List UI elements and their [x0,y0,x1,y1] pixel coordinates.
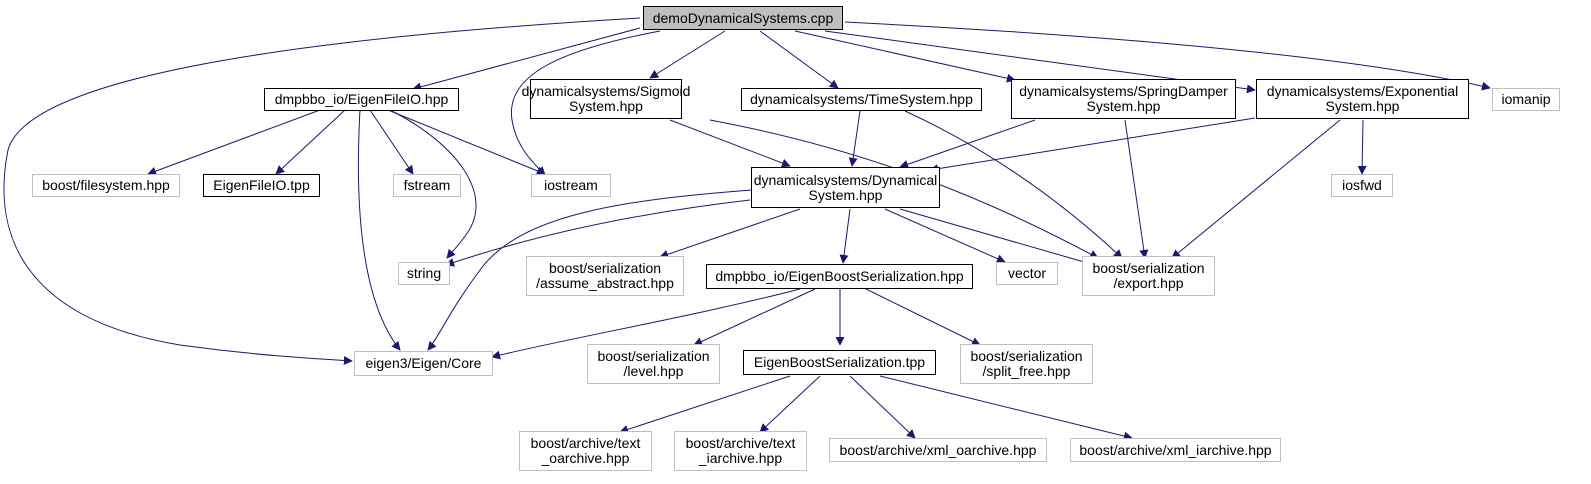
node-string: string [398,262,450,285]
edge-exponential-export [1171,119,1341,259]
edge-eigenfileio-tpp [275,109,346,175]
node-text-iarchive: boost/archive/text _iarchive.hpp [674,431,807,471]
edge-ebtpp-textoarch [619,375,791,434]
edge-dynamical-export [899,208,1099,269]
node-vector: vector [996,262,1058,285]
edge-exponential-iosfwd [1357,119,1367,175]
edge-root-iomanip [844,21,1491,91]
edge-eigenboost-level [693,288,816,346]
node-text-oarchive: boost/archive/text _oarchive.hpp [519,431,652,471]
edge-root-sigmoid [649,30,726,79]
node-iomanip: iomanip [1492,88,1560,111]
edge-dynamical-eigencore [427,189,753,351]
edge-eigenboost-eigencore [491,288,801,360]
edge-dynamical-vector [884,208,1006,263]
node-serialization-split-free: boost/serialization /split_free.hpp [960,344,1093,384]
edge-eigenfileio-string [389,109,477,259]
node-serialization-level: boost/serialization /level.hpp [587,344,720,384]
node-xml-iarchive: boost/archive/xml_iarchive.hpp [1070,438,1281,462]
node-exponential-system-header[interactable]: dynamicalsystems/Exponential System.hpp [1256,79,1469,119]
edge-root-eigencore [3,17,641,365]
node-time-system-header[interactable]: dynamicalsystems/TimeSystem.hpp [741,88,982,111]
edge-dynamical-eigenboost [839,208,851,264]
edge-dynamical-string [445,199,751,267]
node-eigen-boost-serialization-tpp[interactable]: EigenBoostSerialization.tpp [743,350,936,375]
edge-eigenfileio-boostfs [147,109,321,176]
node-eigenfileio-tpp[interactable]: EigenFileIO.tpp [203,174,320,197]
edge-ebtpp-xmloarch [849,375,916,439]
node-eigenfileio-header[interactable]: dmpbbo_io/EigenFileIO.hpp [264,88,459,111]
edge-springdamper-export [1124,119,1149,259]
edge-eigenboost-splitfree [865,288,981,346]
edge-dynamical-assume [659,208,801,259]
edge-timesystem-export [904,110,1123,259]
edge-root-eigenfileio [412,27,641,92]
node-eigen-boost-serialization-header[interactable]: dmpbbo_io/EigenBoostSerialization.hpp [706,264,973,289]
edge-ebtpp-textiarch [759,375,821,433]
edge-eigenfileio-iostream [387,109,546,176]
edge-springdamper-dynamical [899,119,1036,169]
node-iosfwd: iosfwd [1331,174,1393,197]
node-fstream: fstream [393,174,461,197]
node-serialization-export: boost/serialization /export.hpp [1082,256,1215,296]
edge-ebtpp-xmliarch [879,375,1133,441]
edge-timesystem-dynamical [848,110,861,167]
edge-eigenfileio-eigencore [357,109,401,351]
node-dynamical-system-header[interactable]: dynamicalsystems/Dynamical System.hpp [751,167,940,208]
edge-root-iostream [510,30,661,176]
edge-eigenfileio-fstream [369,109,414,175]
node-sigmoid-system-header[interactable]: dynamicalsystems/Sigmoid System.hpp [522,79,690,119]
node-assume-abstract: boost/serialization /assume_abstract.hpp [526,256,684,296]
node-boost-filesystem: boost/filesystem.hpp [32,174,180,197]
node-iostream: iostream [531,174,611,197]
node-eigen-core: eigen3/Eigen/Core [354,351,493,376]
edge-sigmoid-dynamical [669,119,791,168]
node-root-source-file[interactable]: demoDynamicalSystems.cpp [643,6,843,30]
node-xml-oarchive: boost/archive/xml_oarchive.hpp [829,438,1047,462]
edge-root-timesystem [759,30,839,89]
edge-root-springdamper [794,30,1016,83]
edge-exponential-dynamical [929,117,1256,174]
node-spring-damper-system-header[interactable]: dynamicalsystems/SpringDamper System.hpp [1011,79,1236,119]
